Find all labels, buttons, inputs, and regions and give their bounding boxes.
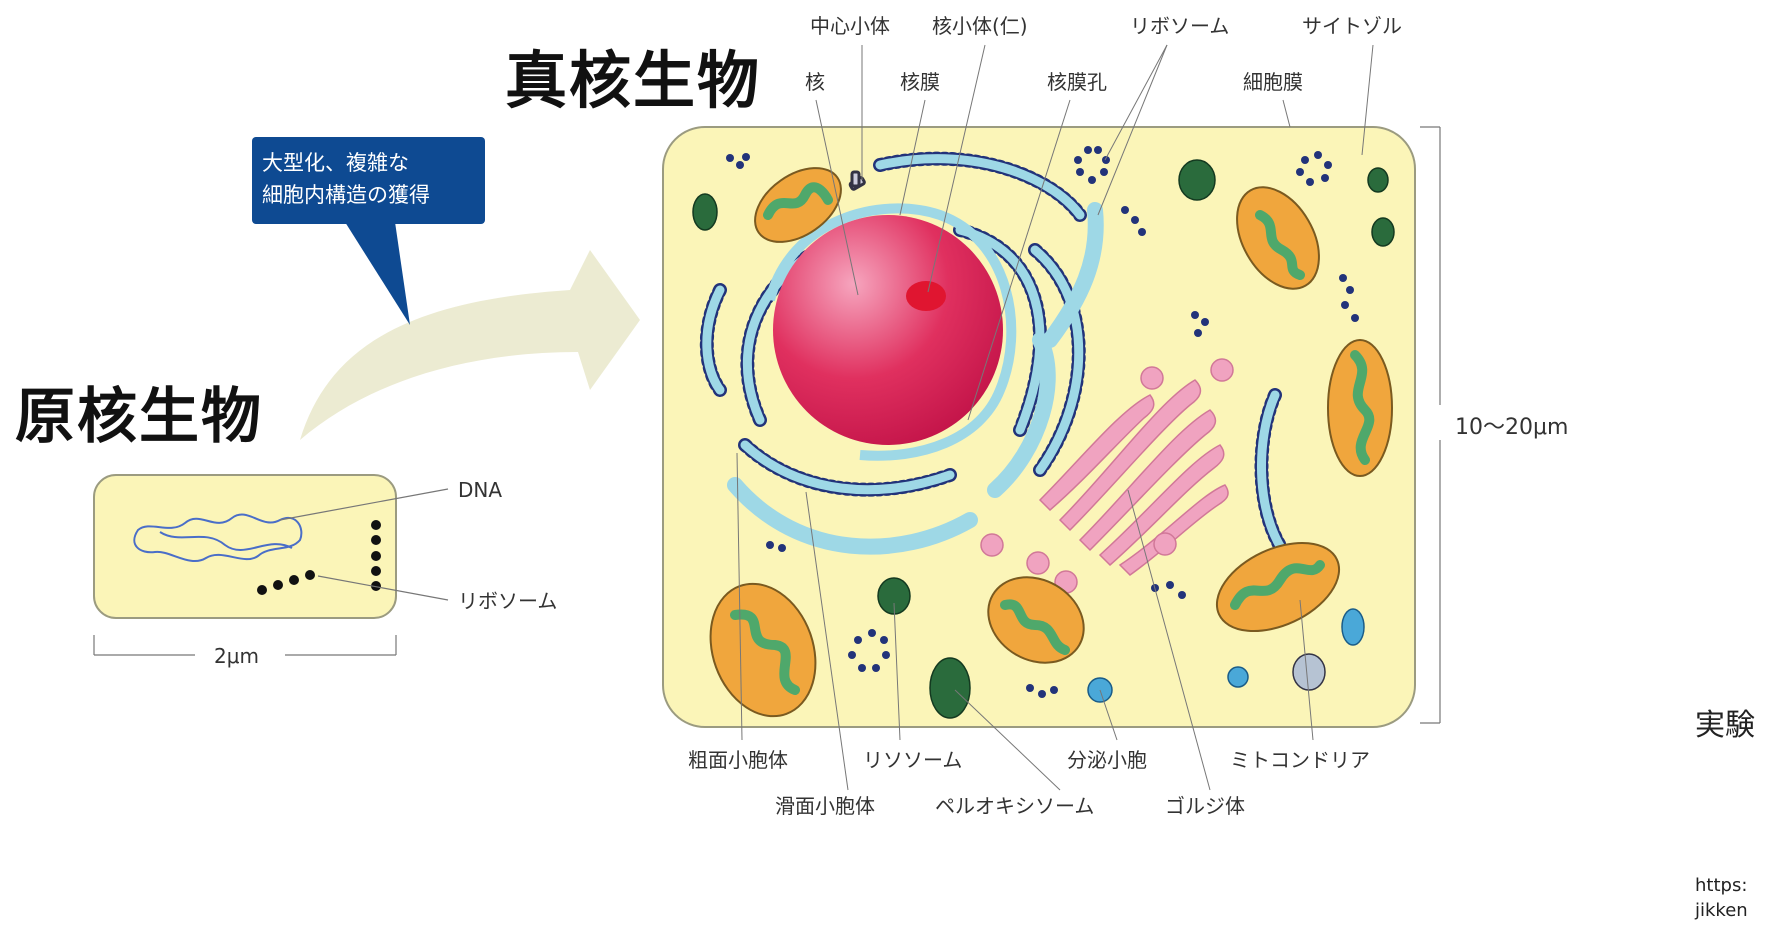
source-url-line-1: https: [1695, 875, 1748, 896]
nucleolus [906, 281, 946, 311]
label-lysosome: リソソーム [863, 748, 962, 772]
peroxisomes [692, 159, 1395, 719]
label-cell-membrane: 細胞膜 [1243, 70, 1303, 94]
leader-lines [736, 44, 1374, 791]
label-prokaryote-ribosome: リボソーム [458, 589, 557, 613]
evolution-arrow [300, 250, 640, 440]
centriole [848, 170, 866, 191]
callout-line-1: 大型化、複雑な [262, 151, 409, 175]
label-secretory-vesicle: 分泌小胞 [1067, 748, 1147, 772]
source-url-line-2: jikken [1695, 900, 1748, 921]
prokaryote-scale: 2μm [214, 644, 259, 668]
dna-strand [133, 513, 303, 562]
eukaryote-title: 真核生物 [505, 44, 762, 117]
nuclear-envelope [765, 203, 1017, 461]
label-centriole: 中心小体 [810, 14, 890, 38]
label-smooth-er: 滑面小胞体 [775, 794, 875, 818]
callout-line-2: 細胞内構造の獲得 [262, 183, 430, 207]
ribosome-dots [257, 520, 381, 595]
golgi-vesicles [980, 358, 1234, 607]
eukaryote-bottom-labels: 粗面小胞体 リソソーム 分泌小胞 ミトコンドリア 滑面小胞体 ペルオキシソーム … [688, 748, 1370, 818]
prokaryote-title: 原核生物 [15, 382, 263, 452]
label-nuclear-envelope: 核膜 [900, 70, 940, 94]
source-name: 実験 [1695, 708, 1755, 743]
mitochondria-group [709, 167, 1393, 718]
smooth-er [727, 202, 1104, 555]
eukaryote-cell [662, 44, 1441, 791]
label-rough-er: 粗面小胞体 [688, 748, 788, 772]
label-nuclear-pore: 核膜孔 [1047, 70, 1107, 94]
label-peroxisome: ペルオキシソーム [935, 794, 1094, 818]
callout-bubble [252, 137, 485, 325]
label-mitochondria: ミトコンドリア [1230, 748, 1370, 772]
prokaryote-cell [93, 474, 449, 656]
label-golgi: ゴルジ体 [1165, 794, 1245, 818]
free-ribosomes [726, 146, 1359, 698]
eukaryote-top-labels: 中心小体 核小体(仁) リボソーム サイトゾル 核 核膜 核膜孔 細胞膜 [805, 14, 1402, 94]
lysosome [1292, 653, 1326, 691]
label-nucleolus: 核小体(仁) [932, 14, 1028, 38]
label-eukaryote-ribosome: リボソーム [1130, 14, 1229, 38]
prokaryote-labels: DNA リボソーム 2μm [214, 478, 557, 668]
golgi [1038, 379, 1229, 576]
nucleus [773, 215, 1003, 445]
label-cytosol: サイトゾル [1302, 14, 1402, 38]
label-dna: DNA [458, 478, 502, 502]
scale-bracket [1420, 126, 1441, 724]
eukaryote-scale: 10〜20μm [1455, 415, 1568, 440]
label-nucleus: 核 [805, 70, 825, 94]
